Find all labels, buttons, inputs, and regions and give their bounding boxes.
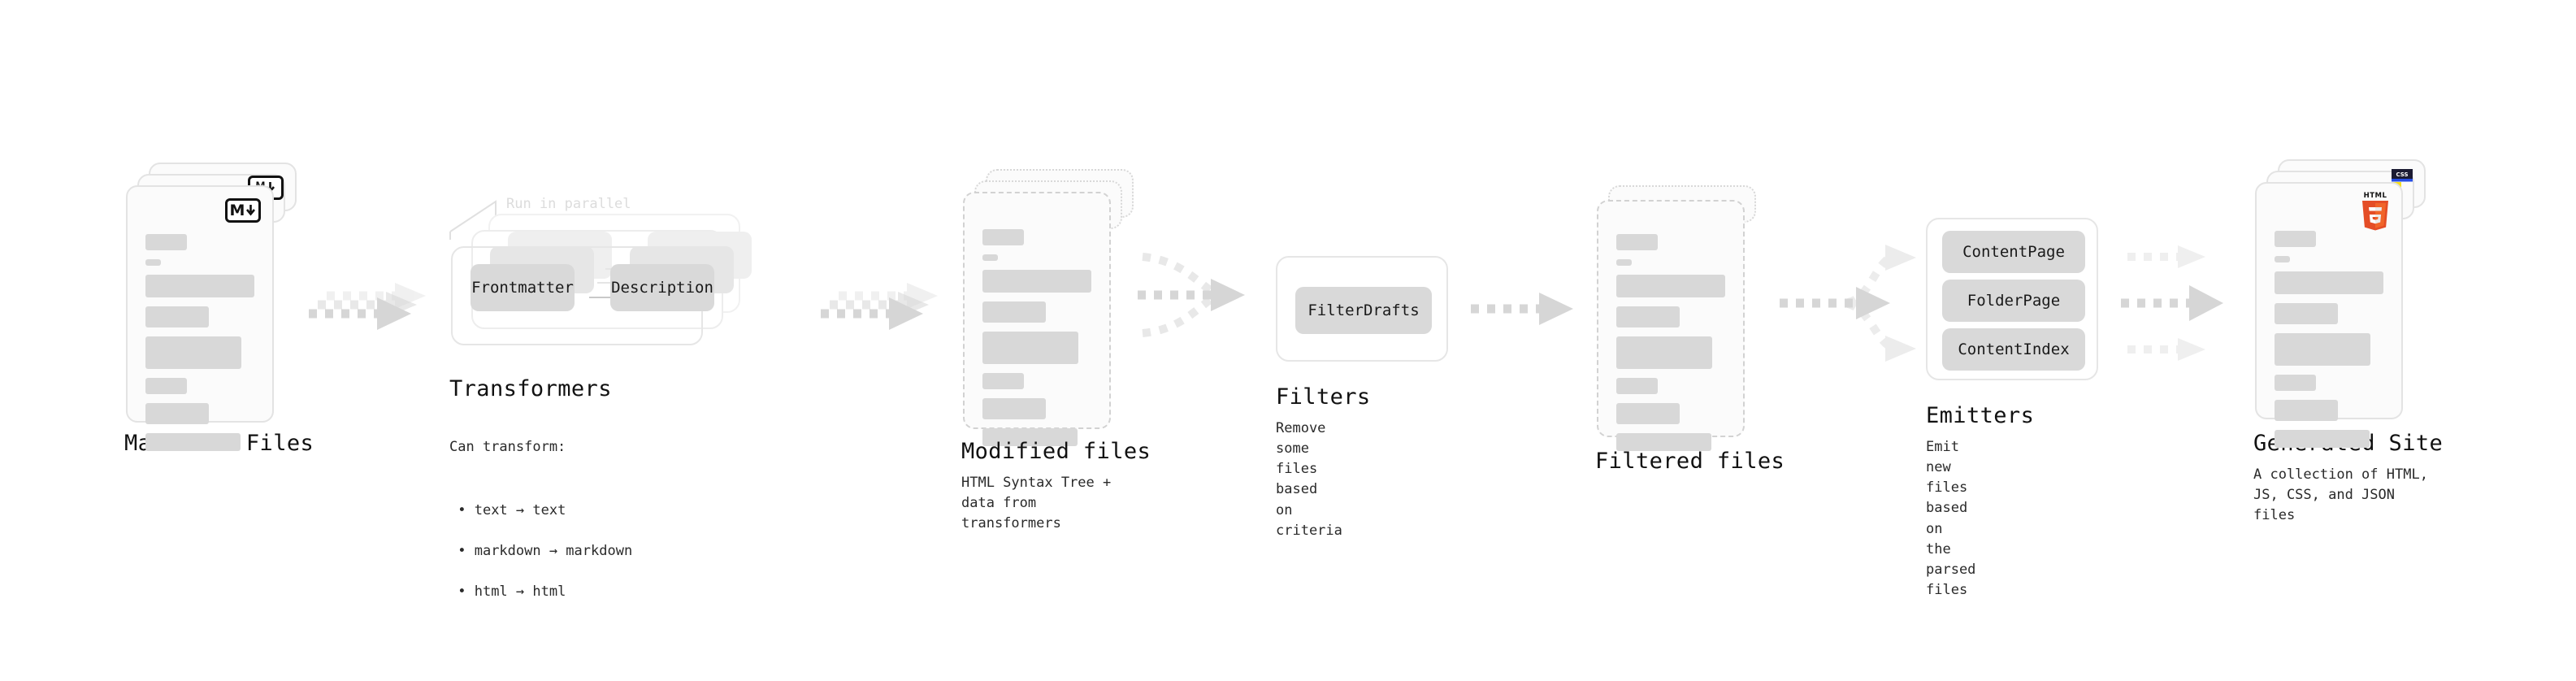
transformers-bullet-list: • text → text • markdown → markdown • ht… [449, 479, 632, 622]
bullet-text-1: markdown → markdown [474, 542, 633, 559]
markdown-card-front: M [126, 185, 274, 451]
transformers-caption: Can transform: • text → text • markdown … [449, 417, 632, 644]
svg-text:HTML: HTML [2364, 192, 2387, 200]
emitters-box: ContentPage FolderPage ContentIndex [1926, 218, 2098, 380]
filters-box: FilterDrafts [1276, 256, 1448, 362]
filter-node-filterdrafts[interactable]: FilterDrafts [1295, 287, 1432, 334]
stage-markdown-files: M M M [124, 163, 314, 456]
bullet-text-0: text → text [474, 501, 566, 518]
stage-generated-site: CSS HTML [2253, 159, 2443, 523]
connector-filtered-to-emitters [1780, 245, 1916, 362]
transformers-bullet-0: • text → text [449, 501, 566, 518]
bullet-text-2: html → html [474, 583, 566, 601]
stage-title-modified-files: Modified files [961, 439, 1151, 464]
site-card-skeleton [2275, 231, 2383, 457]
connector-emitters-to-site [2121, 245, 2223, 361]
markdown-card-skeleton [145, 234, 254, 460]
modified-files-caption: HTML Syntax Tree + data from transformer… [961, 475, 1112, 532]
stage-title-transformers: Transformers [449, 376, 612, 401]
run-in-parallel-label: Run in parallel [506, 196, 631, 212]
transformers-caption-intro: Can transform: [449, 439, 566, 456]
emitters-caption: Emit new files based on the parsed files [1926, 439, 1976, 599]
transformers-bullet-1: • markdown → markdown [449, 542, 633, 559]
transformers-bullet-2: • html → html [449, 583, 566, 601]
transformer-node-description[interactable]: Description [610, 264, 714, 311]
filtered-card-front [1597, 200, 1745, 451]
stage-modified-files: Modified files HTML Syntax Tree + data f… [961, 169, 1151, 531]
connector-transformers-to-modified [821, 283, 938, 330]
site-card-stack: CSS HTML [2255, 159, 2430, 448]
site-card-front: HTML [2255, 182, 2403, 448]
modified-card-stack [963, 169, 1138, 446]
stage-title-filtered-files: Filtered files [1595, 449, 1785, 474]
transformer-node-frontmatter[interactable]: Frontmatter [471, 264, 575, 311]
markdown-card-stack: M M M [126, 163, 297, 451]
connector-filters-to-filtered [1471, 293, 1573, 325]
stage-title-emitters: Emitters [1926, 403, 2035, 428]
emitter-node-folderpage[interactable]: FolderPage [1942, 280, 2085, 322]
connector-markdown-to-transformers [309, 283, 426, 330]
filtered-card-skeleton [1616, 234, 1725, 460]
svg-text:CSS: CSS [2396, 171, 2408, 178]
markdown-arrow-down-icon [246, 204, 256, 216]
filters-caption: Remove some files based on criteria [1276, 420, 1342, 539]
filtered-card-stack [1597, 185, 1772, 451]
modified-card-front [963, 192, 1111, 446]
stage-title-filters: Filters [1276, 384, 1371, 410]
markdown-icon: M [225, 198, 261, 223]
html5-icon: HTML [2359, 190, 2392, 234]
emitter-node-contentpage[interactable]: ContentPage [1942, 231, 2085, 273]
stage-filtered-files: Filtered files [1595, 185, 1785, 474]
markdown-icon-letter: M [229, 201, 245, 219]
connector-modified-to-filters [1138, 253, 1245, 337]
emitter-node-contentindex[interactable]: ContentIndex [1942, 328, 2085, 371]
css3-icon: CSS [2392, 169, 2413, 185]
modified-card-skeleton [982, 229, 1091, 455]
generated-site-caption: A collection of HTML, JS, CSS, and JSON … [2253, 466, 2428, 524]
